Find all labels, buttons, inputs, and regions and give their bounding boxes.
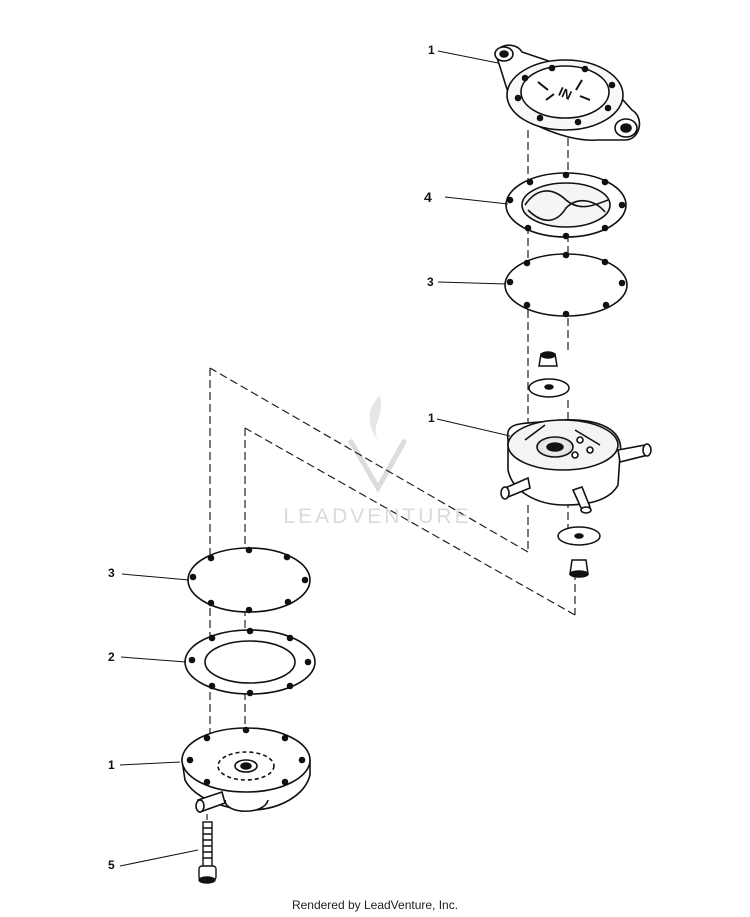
callout-pump-body: 1	[428, 411, 435, 425]
callout-diaphragm-lower: 3	[108, 566, 115, 580]
ring-gasket	[184, 627, 316, 697]
cover-marking: IN	[556, 84, 574, 103]
fuel-pump-base	[181, 726, 311, 814]
check-valve-lower	[557, 526, 601, 578]
screw	[198, 821, 217, 884]
watermark-text: LEADVENTURE	[283, 505, 472, 528]
callout-ring-gasket: 2	[108, 650, 115, 664]
callout-screw: 5	[108, 858, 115, 872]
watermark-logo	[347, 395, 408, 494]
diaphragm-lower	[187, 546, 311, 614]
leader-lines	[119, 50, 511, 867]
callout-pump-base: 1	[108, 758, 115, 772]
callout-valve-gasket: 4	[424, 189, 432, 205]
fuel-pump-cover	[494, 44, 641, 141]
diaphragm-upper	[504, 251, 628, 318]
fuel-pump-body	[500, 419, 652, 514]
callout-cover: 1	[428, 43, 435, 57]
check-valve-upper	[528, 351, 570, 398]
callout-diaphragm-upper: 3	[427, 275, 434, 289]
valve-gasket	[505, 171, 627, 240]
footer-credit: Rendered by LeadVenture, Inc.	[291, 898, 459, 912]
